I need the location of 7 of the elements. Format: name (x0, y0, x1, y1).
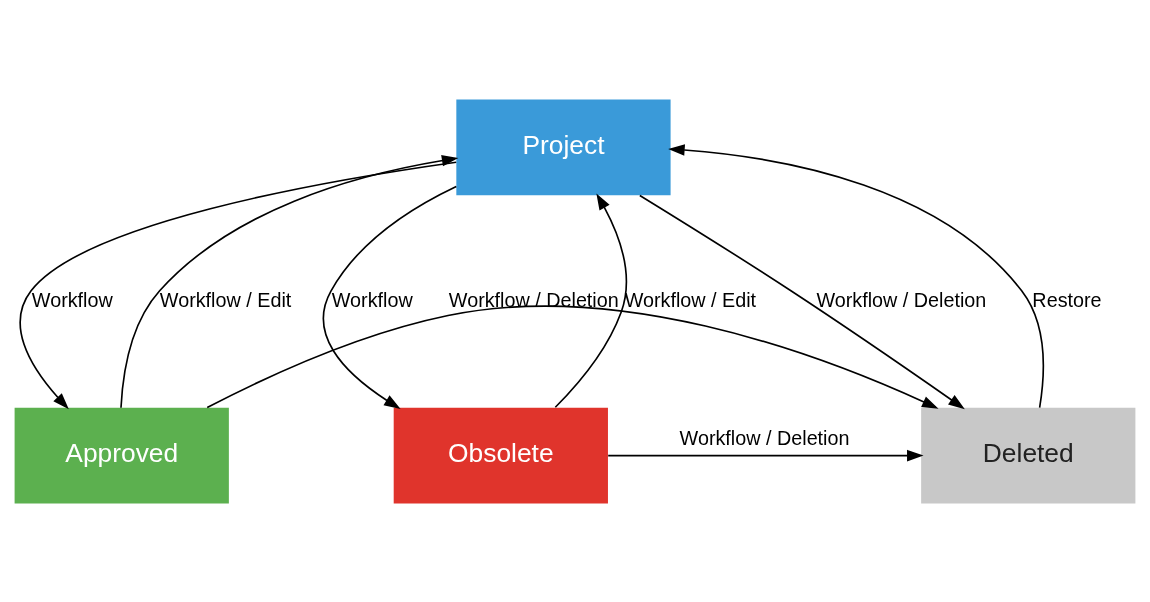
edge-label: Workflow (331, 288, 413, 311)
edge-label: Workflow (31, 288, 113, 311)
edge-label: Workflow / Deletion (816, 288, 987, 311)
edge-label: Workflow / Deletion (679, 426, 850, 449)
edge-label: Workflow / Edit (159, 288, 292, 311)
edge-label: Restore (1032, 288, 1102, 311)
edge-label: Workflow / Edit (624, 288, 757, 311)
